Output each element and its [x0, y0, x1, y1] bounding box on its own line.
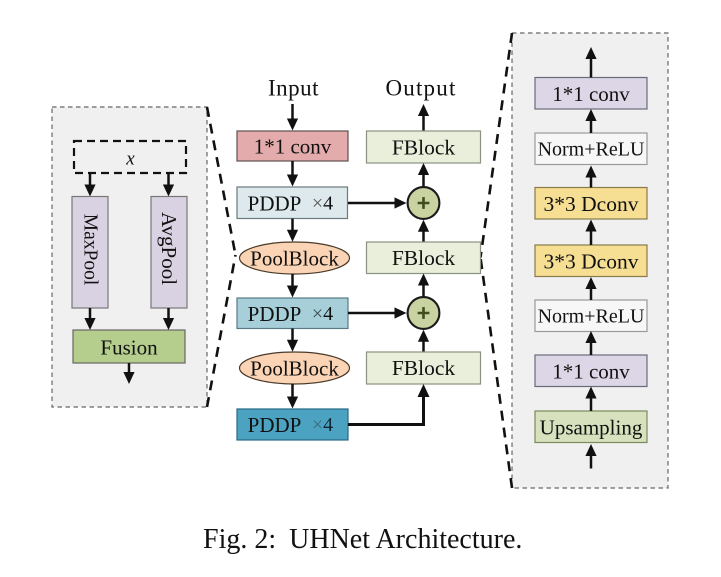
svg-text:Fusion: Fusion — [100, 336, 158, 360]
svg-text:×4: ×4 — [312, 192, 333, 214]
svg-text:1*1 conv: 1*1 conv — [552, 359, 630, 383]
svg-text:Fig. 2: UHNet Architecture.: Fig. 2: UHNet Architecture. — [203, 524, 522, 555]
svg-text:3*3 Dconv: 3*3 Dconv — [544, 249, 639, 273]
svg-text:PoolBlock: PoolBlock — [250, 247, 339, 271]
svg-text:1*1 conv: 1*1 conv — [254, 135, 332, 159]
svg-text:3*3 Dconv: 3*3 Dconv — [544, 192, 639, 216]
svg-text:PDDP: PDDP — [248, 413, 302, 437]
svg-text:Upsampling: Upsampling — [540, 415, 643, 439]
svg-text:1*1 conv: 1*1 conv — [552, 82, 630, 106]
svg-text:x: x — [125, 149, 135, 170]
svg-text:FBlock: FBlock — [392, 136, 456, 160]
svg-text:Norm+ReLU: Norm+ReLU — [538, 138, 645, 160]
svg-text:FBlock: FBlock — [392, 246, 456, 270]
svg-text:MaxPool: MaxPool — [80, 214, 101, 286]
svg-text:×4: ×4 — [312, 414, 333, 436]
svg-text:AvgPool: AvgPool — [157, 212, 181, 285]
svg-text:PDDP: PDDP — [248, 191, 302, 215]
svg-text:×4: ×4 — [312, 303, 333, 325]
svg-text:Output: Output — [385, 76, 456, 101]
svg-text:PDDP: PDDP — [248, 302, 302, 326]
svg-text:FBlock: FBlock — [392, 356, 456, 380]
svg-text:Norm+ReLU: Norm+ReLU — [538, 305, 645, 327]
svg-text:PoolBlock: PoolBlock — [250, 357, 339, 381]
svg-text:Input: Input — [268, 76, 319, 101]
